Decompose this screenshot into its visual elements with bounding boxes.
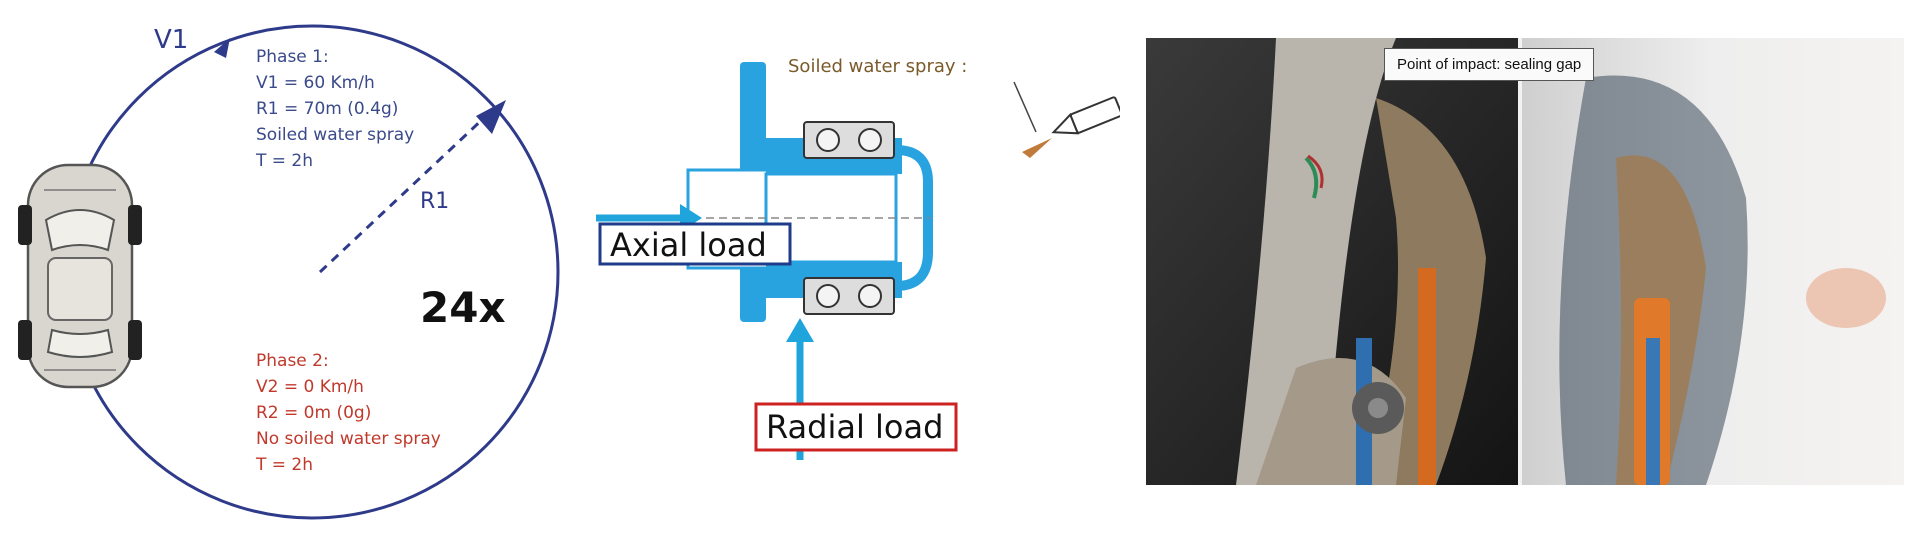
phase1-line: Phase 1: xyxy=(256,47,329,67)
phase2-line: T = 2h xyxy=(255,455,313,475)
radius-label: R1 xyxy=(420,189,449,214)
phase2-line: Phase 2: xyxy=(256,351,329,371)
axial-load-box xyxy=(598,222,792,266)
bearing-top xyxy=(803,121,895,159)
impact-point-label: Point of impact: sealing gap xyxy=(1384,48,1595,81)
car-top-view-icon xyxy=(18,163,142,389)
phase1-line: R1 = 70m (0.4g) xyxy=(256,99,398,119)
phase1-line: V1 = 60 Km/h xyxy=(256,73,375,93)
circuit-diagram: V1 R1 24x Phase 1: V1 = 60 Km/h R1 = 70m… xyxy=(18,24,560,520)
axial-load-label: Axial load xyxy=(610,226,767,264)
hub-bearing-diagram: Soiled water spray : xyxy=(596,56,1123,460)
phase2-block: Phase 2: V2 = 0 Km/h R2 = 0m (0g) No soi… xyxy=(255,351,441,475)
repeat-label: 24x xyxy=(420,283,506,332)
impact-photo xyxy=(1146,38,1904,485)
radius-line xyxy=(318,114,488,274)
circuit-panel: V1 R1 24x Phase 1: V1 = 60 Km/h R1 = 70m… xyxy=(0,0,560,542)
speed-label: V1 xyxy=(154,25,188,55)
spray-jet xyxy=(1022,138,1052,158)
phase1-line: T = 2h xyxy=(255,151,313,171)
hub-panel: Soiled water spray : xyxy=(560,0,1123,542)
impact-photo-panel: Point of impact: sealing gap xyxy=(1146,38,1904,485)
spray-label: Soiled water spray : xyxy=(788,56,967,77)
phase2-line: No soiled water spray xyxy=(256,429,441,449)
phase1-block: Phase 1: V1 = 60 Km/h R1 = 70m (0.4g) So… xyxy=(255,47,414,171)
bearing-bottom xyxy=(803,277,895,315)
direction-arrow-icon xyxy=(214,38,230,58)
phase1-line: Soiled water spray xyxy=(256,125,414,145)
spray-leader-line xyxy=(1013,81,1037,133)
phase2-line: V2 = 0 Km/h xyxy=(256,377,364,397)
radial-load-label: Radial load xyxy=(766,408,943,446)
radial-load-box xyxy=(754,402,958,452)
spray-nozzle-icon xyxy=(1051,96,1123,135)
radius-arrow-icon xyxy=(476,100,506,134)
phase2-line: R2 = 0m (0g) xyxy=(256,403,371,423)
